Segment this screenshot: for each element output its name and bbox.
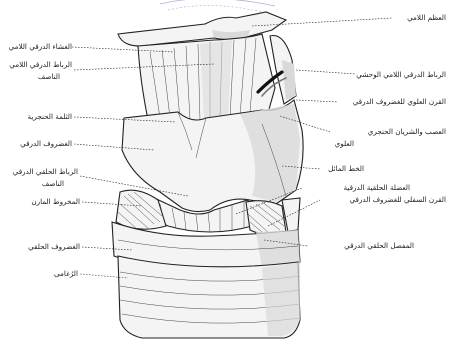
label-median-cricothyroid-ligament: الرباط الحلقي الدرقي: [13, 167, 78, 176]
label-cricothyroid-muscle: العضلة الحلقية الدرقية: [344, 183, 410, 192]
label-thyroid-cartilage: الغضروف الدرقي: [20, 139, 72, 148]
trachea: [118, 256, 300, 338]
label-trachea: الرُغامى: [54, 269, 78, 278]
label-cricoid-cartilage: الغضروف الحلقي: [28, 242, 80, 251]
label-thyrohyoid-membrane: الغشاء الدرقي اللامي: [9, 42, 72, 51]
label-median-thyrohyoid-ligament-2: الناصف: [38, 72, 60, 81]
label-hyoid-bone: العظم اللامي: [407, 13, 446, 22]
label-superior-horn: القرن العلوي للغضروف الدرقي: [353, 97, 446, 106]
label-lateral-thyrohyoid-ligament: الرباط الدرقي اللامي الوحشي: [356, 70, 446, 79]
label-conus-elasticus: المخروط المارن: [31, 197, 80, 206]
label-laryngeal-prominence: الثلمة الحنجرية: [28, 112, 72, 121]
label-median-thyrohyoid-ligament: الرباط الدرقي اللامي: [9, 60, 72, 69]
cricothyroid-muscle-right: [246, 201, 286, 235]
label-superior-laryngeal-nerve-artery: العصب والشريان الحنجري: [368, 127, 446, 136]
label-superior-laryngeal-nerve-artery-2: العلوي: [335, 139, 354, 148]
library-stamp: [160, 0, 275, 12]
cricothyroid-muscle-left: [116, 190, 166, 230]
label-inferior-horn: القرن السفلي للغضروف الدرقي: [349, 195, 446, 204]
label-cricothyroid-joint: المفصل الحلقي الدرقي: [344, 241, 414, 250]
label-median-cricothyroid-ligament-2: الناصف: [42, 179, 64, 188]
label-oblique-line: الخط المائل: [328, 164, 364, 173]
thyrohyoid-membrane: [138, 34, 275, 122]
